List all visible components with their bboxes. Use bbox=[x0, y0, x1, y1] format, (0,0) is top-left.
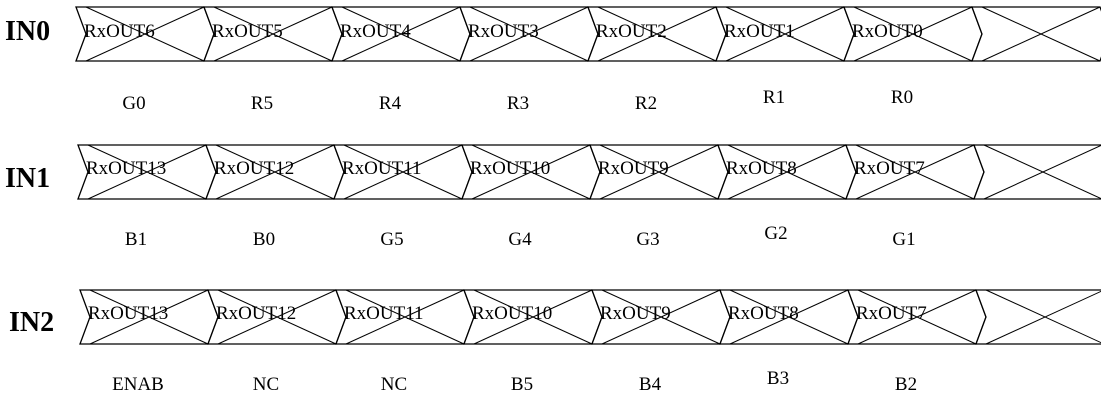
signal-label: G5 bbox=[380, 229, 403, 250]
slot-diagonal bbox=[213, 6, 333, 62]
bit-slot: RxOUT0 bbox=[843, 6, 983, 62]
slot-diagonal bbox=[215, 144, 335, 200]
signal-label: G4 bbox=[508, 229, 532, 250]
bit-slot: RxOUT10 bbox=[461, 144, 601, 200]
slot-label: RxOUT13 bbox=[88, 303, 168, 324]
signal-label: ENAB bbox=[112, 374, 164, 395]
signal-label: B2 bbox=[895, 374, 917, 395]
signal-label: R0 bbox=[891, 87, 913, 108]
signal-label: R1 bbox=[763, 87, 785, 108]
signal-label: B5 bbox=[511, 374, 533, 395]
slot-label: RxOUT8 bbox=[726, 158, 797, 179]
slot-diagonal bbox=[345, 289, 465, 345]
bit-slot: RxOUT6 bbox=[75, 6, 215, 62]
bit-slot: RxOUT5 bbox=[203, 6, 343, 62]
slot-diagonal bbox=[601, 289, 721, 345]
slot-diagonal bbox=[725, 6, 845, 62]
signal-label: R5 bbox=[251, 93, 273, 114]
signal-label: G2 bbox=[764, 223, 787, 244]
bit-slot: RxOUT7 bbox=[847, 289, 987, 345]
slot-label: RxOUT7 bbox=[854, 158, 925, 179]
slot-diagonal bbox=[985, 290, 1101, 345]
bit-slot: RxOUT10 bbox=[463, 289, 603, 345]
slot-diagonal bbox=[729, 289, 849, 345]
bit-slot: RxOUT7 bbox=[845, 144, 985, 200]
bit-slot: RxOUT4 bbox=[331, 6, 471, 62]
slot-label: RxOUT4 bbox=[340, 21, 411, 42]
slot-label: RxOUT7 bbox=[856, 303, 927, 324]
bit-slot: RxOUT3 bbox=[459, 6, 599, 62]
slot-diagonal bbox=[981, 6, 1101, 62]
slot-label: RxOUT9 bbox=[600, 303, 671, 324]
slot-diagonal bbox=[857, 289, 977, 345]
bit-slot: RxOUT1 bbox=[715, 6, 855, 62]
lane-in1: IN1 RxOUT13 RxOUT12 RxOUT11 RxOUT10 RxOUT9 RxO… bbox=[5, 144, 1101, 250]
signal-label: R4 bbox=[379, 93, 402, 114]
signal-label: G3 bbox=[636, 229, 659, 250]
slot-diagonal bbox=[469, 6, 589, 62]
slot-diagonal bbox=[727, 144, 847, 200]
slot-diagonal bbox=[473, 289, 593, 345]
bit-slot: RxOUT11 bbox=[333, 144, 473, 200]
bit-slot: RxOUT11 bbox=[335, 289, 475, 345]
lane-label: IN0 bbox=[5, 16, 50, 47]
bit-slot bbox=[971, 6, 1101, 62]
slot-label: RxOUT9 bbox=[598, 158, 669, 179]
bit-slot: RxOUT8 bbox=[719, 289, 859, 345]
bit-slot: RxOUT2 bbox=[587, 6, 727, 62]
slot-label: RxOUT6 bbox=[84, 21, 155, 42]
signal-label: NC bbox=[381, 374, 407, 395]
slot-label: RxOUT8 bbox=[728, 303, 799, 324]
signal-label: B3 bbox=[767, 368, 789, 389]
slot-label: RxOUT12 bbox=[214, 158, 294, 179]
signal-label: B1 bbox=[125, 229, 147, 250]
bit-slot: RxOUT12 bbox=[207, 289, 347, 345]
lane-label: IN1 bbox=[5, 163, 50, 194]
bit-slot bbox=[973, 144, 1101, 200]
slot-diagonal bbox=[89, 289, 209, 345]
bit-slot: RxOUT9 bbox=[591, 289, 731, 345]
bit-slot: RxOUT13 bbox=[77, 144, 217, 200]
slot-label: RxOUT13 bbox=[86, 158, 166, 179]
slot-diagonal bbox=[599, 144, 719, 200]
bit-slot: RxOUT9 bbox=[589, 144, 729, 200]
signal-label: B4 bbox=[639, 374, 662, 395]
signal-label: B0 bbox=[253, 229, 275, 250]
bit-slot: RxOUT13 bbox=[79, 289, 219, 345]
slot-label: RxOUT5 bbox=[212, 21, 283, 42]
signal-label: G1 bbox=[892, 229, 915, 250]
slot-outline bbox=[973, 144, 1101, 200]
slot-label: RxOUT10 bbox=[472, 303, 552, 324]
slot-diagonal bbox=[217, 289, 337, 345]
slot-label: RxOUT3 bbox=[468, 21, 539, 42]
slot-diagonal bbox=[85, 6, 205, 62]
slot-diagonal bbox=[853, 6, 973, 62]
signal-label: R2 bbox=[635, 93, 657, 114]
bit-slot: RxOUT12 bbox=[205, 144, 345, 200]
signal-label: NC bbox=[253, 374, 279, 395]
slot-diagonal bbox=[341, 6, 461, 62]
slot-label: RxOUT10 bbox=[470, 158, 550, 179]
slot-label: RxOUT11 bbox=[344, 303, 424, 324]
slot-outline bbox=[975, 289, 1101, 345]
slot-diagonal bbox=[87, 144, 207, 200]
slot-diagonal bbox=[597, 6, 717, 62]
bit-slot bbox=[975, 289, 1101, 345]
signal-label: R3 bbox=[507, 93, 529, 114]
slot-diagonal bbox=[855, 144, 975, 200]
slot-diagonal bbox=[343, 144, 463, 200]
slot-label: RxOUT11 bbox=[342, 158, 422, 179]
slot-label: RxOUT12 bbox=[216, 303, 296, 324]
slot-diagonal bbox=[471, 144, 591, 200]
slot-label: RxOUT1 bbox=[724, 21, 795, 42]
slot-label: RxOUT0 bbox=[852, 21, 923, 42]
slot-label: RxOUT2 bbox=[596, 21, 667, 42]
signal-label: G0 bbox=[122, 93, 145, 114]
slot-diagonal bbox=[983, 144, 1101, 200]
lane-label: IN2 bbox=[9, 307, 54, 338]
lane-in2: IN2 RxOUT13 RxOUT12 RxOUT11 RxOUT10 RxOUT9 RxO… bbox=[9, 289, 1101, 395]
bit-slot: RxOUT8 bbox=[717, 144, 857, 200]
